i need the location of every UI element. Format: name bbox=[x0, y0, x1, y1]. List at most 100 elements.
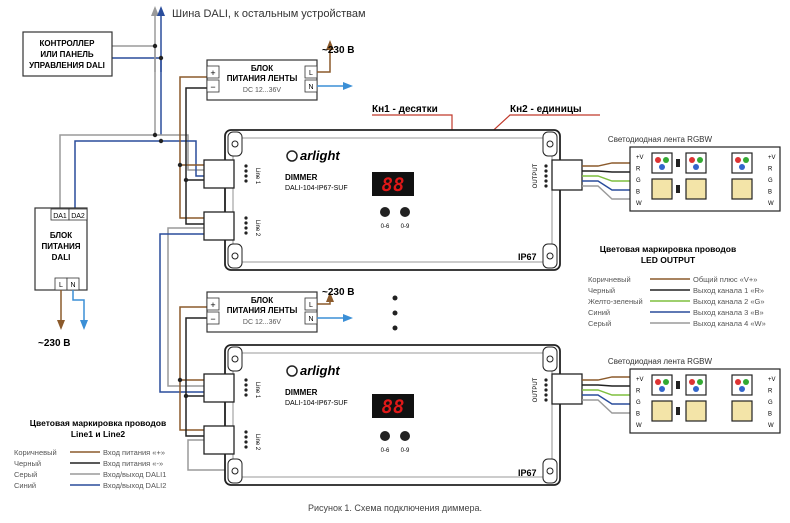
strip-psu-bottom-line2: ПИТАНИЯ ЛЕНТЫ bbox=[227, 306, 298, 315]
dali-psu-l: L bbox=[59, 282, 63, 289]
dimmer-top: Line 1 Line 2 OUTPUT arlight DIMMER DALI… bbox=[203, 129, 583, 271]
dimmer-bottom-btn2-label: 0-9 bbox=[401, 448, 410, 454]
dimmer-bottom-btn1-label: 0-6 bbox=[381, 448, 390, 454]
led-red bbox=[655, 157, 661, 163]
white-led bbox=[651, 400, 673, 422]
strip-pin-label: B bbox=[636, 190, 640, 196]
strip-psu-bottom-mains: ~230 В bbox=[322, 287, 355, 298]
strip-psu-top-plus: + bbox=[210, 68, 215, 78]
power-wires-bottom bbox=[179, 306, 207, 437]
led-red bbox=[655, 379, 661, 385]
output-wire bbox=[582, 180, 630, 191]
strip-pin-label: B bbox=[768, 190, 772, 196]
kn1-label: Кн1 - десятки bbox=[372, 104, 438, 115]
strip-psu-bottom-arrow-n bbox=[343, 314, 353, 322]
output-wires-bottom bbox=[582, 376, 630, 414]
dimmer-bottom: Line 1 Line 2 OUTPUT arlight DIMMER DALI… bbox=[203, 344, 583, 486]
strip-pin-label: R bbox=[768, 167, 773, 173]
legend-desc: Вход/выход DALI1 bbox=[103, 470, 166, 479]
output-wires-top bbox=[582, 162, 630, 200]
dali-psu-da2: DA2 bbox=[71, 213, 85, 220]
junction-dots bbox=[152, 43, 189, 399]
led-blue bbox=[659, 164, 665, 170]
legend-color-name: Синий bbox=[14, 481, 36, 490]
white-led bbox=[731, 400, 753, 422]
strip-psu-bottom-voltage: DC 12...36V bbox=[243, 319, 281, 326]
dali-psu-arrow-l bbox=[57, 320, 65, 330]
strip-bottom-label: Светодиодная лента RGBW bbox=[608, 357, 713, 366]
strip-psu-bottom-line1: БЛОК bbox=[251, 296, 273, 305]
dimmer-top-button-units[interactable] bbox=[400, 207, 410, 217]
output-wire bbox=[582, 384, 630, 387]
strip-pin-label: G bbox=[768, 178, 773, 184]
strip-psu-top: + − L N БЛОК ПИТАНИЯ ЛЕНТЫ DC 12...36V bbox=[206, 59, 318, 101]
dimmer-top-display-value: 88 bbox=[382, 174, 405, 196]
strip-psu-top-n: N bbox=[308, 84, 313, 91]
led-green bbox=[697, 379, 703, 385]
dimmer-top-btn1-label: 0-6 bbox=[381, 224, 390, 230]
legend-desc: Вход питания «-» bbox=[103, 459, 163, 468]
output-wire bbox=[582, 185, 630, 200]
strip-pin-label: +V bbox=[636, 155, 644, 161]
dimmer-top-title: DIMMER bbox=[285, 173, 318, 182]
output-legend-title1: Цветовая маркировка проводов bbox=[600, 244, 736, 254]
strip-psu-top-arrow-l bbox=[326, 40, 334, 50]
dali-psu-mains: ~230 В bbox=[38, 338, 71, 349]
dali-psu-n-wire bbox=[72, 290, 85, 322]
output-wire bbox=[582, 376, 630, 381]
strip-psu-top-mains: ~230 В bbox=[322, 45, 355, 56]
dimmer-bottom-display bbox=[372, 394, 414, 418]
legend-color-name: Серый bbox=[588, 319, 611, 328]
dimmer-bottom-button-units[interactable] bbox=[400, 431, 410, 441]
controller-line3: УПРАВЛЕНИЯ DALI bbox=[29, 61, 105, 70]
dali-bus-wires bbox=[112, 14, 162, 135]
kn2-label: Кн2 - единицы bbox=[510, 104, 582, 115]
strip-psu-bottom-plus: + bbox=[210, 300, 215, 310]
white-led bbox=[651, 178, 673, 200]
strip-psu-bottom: + − L N БЛОК ПИТАНИЯ ЛЕНТЫ DC 12...36V bbox=[206, 291, 318, 333]
dimmer-top-brand-icon bbox=[286, 150, 298, 162]
dimmer-bottom-ip: IP67 bbox=[518, 468, 537, 478]
legend-desc: Вход питания «+» bbox=[103, 448, 165, 457]
legend-color-name: Серый bbox=[14, 470, 37, 479]
strip-psu-top-line2: ПИТАНИЯ ЛЕНТЫ bbox=[227, 74, 298, 83]
controller-line2: ИЛИ ПАНЕЛЬ bbox=[40, 50, 94, 59]
legend-desc: Выход канала 1 «R» bbox=[693, 286, 764, 295]
figure-caption: Рисунок 1. Схема подключения диммера. bbox=[308, 503, 482, 513]
led-blue bbox=[693, 164, 699, 170]
bus-arrow-blue bbox=[157, 6, 165, 16]
strip-psu-top-arrow-n bbox=[343, 82, 353, 90]
legend-color-name: Коричневый bbox=[14, 448, 57, 457]
dimmer-bottom-button-tens[interactable] bbox=[380, 431, 390, 441]
strip-psu-top-line1: БЛОК bbox=[251, 64, 273, 73]
led-green bbox=[743, 157, 749, 163]
strip-pin-label: +V bbox=[768, 377, 776, 383]
led-red bbox=[735, 379, 741, 385]
strip-psu-top-l: L bbox=[309, 70, 313, 77]
led-blue bbox=[739, 386, 745, 392]
led-red bbox=[735, 157, 741, 163]
dimmer-bottom-line1-label: Line 1 bbox=[254, 382, 260, 399]
dimmer-bottom-display-value: 88 bbox=[382, 396, 405, 418]
dimmer-top-button-tens[interactable] bbox=[380, 207, 390, 217]
led-red bbox=[689, 379, 695, 385]
led-green bbox=[697, 157, 703, 163]
legend-color-name: Черный bbox=[588, 286, 615, 295]
output-wire bbox=[582, 399, 630, 414]
line-legend-title1: Цветовая маркировка проводов bbox=[30, 418, 166, 428]
dimmer-bottom-brand: arlight bbox=[300, 363, 340, 378]
dimmer-top-output-label: OUTPUT bbox=[533, 163, 539, 188]
power-wires-top bbox=[179, 76, 207, 225]
output-wire bbox=[582, 162, 630, 167]
dimmer-top-model: DALI-104-IP67-SUF bbox=[285, 185, 348, 192]
strip-pin-label: W bbox=[636, 201, 642, 207]
dimmer-top-btn2-label: 0-9 bbox=[401, 224, 410, 230]
dali-psu-arrow-n bbox=[80, 320, 88, 330]
legend-color-name: Коричневый bbox=[588, 275, 631, 284]
strip-psu-top-voltage: DC 12...36V bbox=[243, 87, 281, 94]
dimmer-bottom-title: DIMMER bbox=[285, 388, 318, 397]
